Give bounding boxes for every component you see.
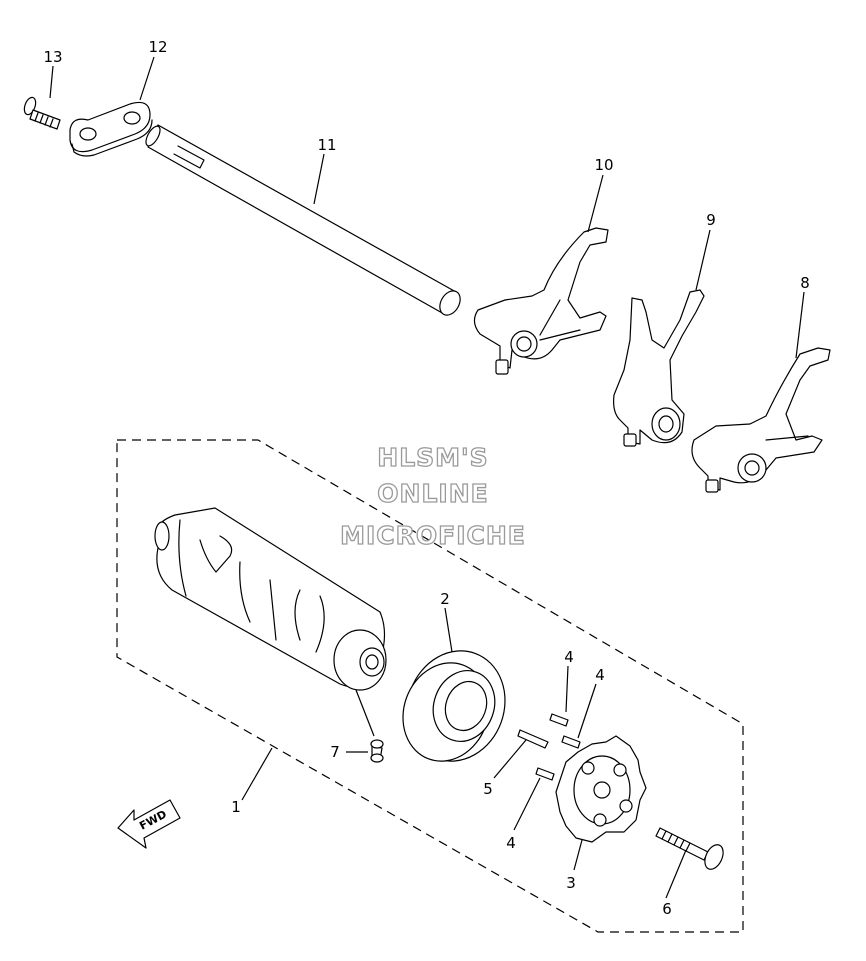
watermark-line-1: HLSM'S bbox=[377, 443, 488, 472]
leader-11 bbox=[313, 153, 325, 205]
leader-lines bbox=[49, 56, 805, 899]
leader-7-drum bbox=[355, 689, 375, 737]
callout-numbers: 13 12 11 10 9 8 2 4 4 7 5 1 4 3 6 bbox=[43, 38, 809, 918]
part-13-screw bbox=[23, 96, 61, 130]
part-6-screw bbox=[655, 827, 724, 870]
callout-4-middle: 4 bbox=[595, 666, 605, 684]
part-1-shift-drum bbox=[154, 507, 387, 691]
leader-5 bbox=[493, 739, 527, 779]
callout-6: 6 bbox=[662, 900, 672, 918]
part-3-segment bbox=[555, 735, 647, 843]
fwd-arrow-icon: FWD bbox=[117, 799, 181, 849]
callout-5: 5 bbox=[483, 780, 493, 798]
leader-4a bbox=[565, 665, 569, 713]
part-12-plate bbox=[69, 101, 153, 157]
part-4-pin-middle bbox=[561, 735, 581, 749]
part-2-bearing bbox=[402, 650, 506, 762]
assembly-boundary bbox=[116, 439, 744, 933]
callout-1: 1 bbox=[231, 798, 241, 816]
callout-4-upper: 4 bbox=[564, 648, 574, 666]
part-7-screw bbox=[370, 739, 384, 763]
callout-3: 3 bbox=[566, 874, 576, 892]
leader-1 bbox=[241, 747, 273, 801]
part-5-pin bbox=[517, 729, 549, 749]
leader-3 bbox=[573, 839, 583, 871]
watermark-line-2: ONLINE bbox=[377, 479, 488, 508]
part-11-shaft bbox=[145, 124, 461, 316]
leader-8 bbox=[795, 291, 805, 359]
callout-4-lower: 4 bbox=[506, 834, 516, 852]
part-10-shift-fork bbox=[473, 227, 609, 375]
watermark-line-3: MICROFICHE bbox=[340, 521, 526, 550]
leader-4c bbox=[513, 777, 541, 831]
leader-13 bbox=[49, 65, 54, 99]
leader-12 bbox=[139, 56, 155, 101]
leader-2 bbox=[444, 607, 453, 653]
callout-7: 7 bbox=[330, 743, 340, 761]
leader-4b bbox=[577, 683, 597, 739]
leader-9 bbox=[695, 229, 711, 291]
part-4-pin-upper bbox=[549, 713, 569, 727]
part-8-shift-fork bbox=[691, 347, 831, 493]
leader-6 bbox=[665, 849, 687, 899]
leader-10 bbox=[587, 174, 604, 233]
watermark: HLSM'S ONLINE MICROFICHE bbox=[339, 442, 526, 550]
callout-13: 13 bbox=[43, 48, 62, 66]
callout-9: 9 bbox=[706, 211, 716, 229]
part-9-shift-fork bbox=[613, 289, 705, 447]
callout-12: 12 bbox=[148, 38, 167, 56]
callout-11: 11 bbox=[317, 136, 336, 154]
part-4-pin-lower bbox=[535, 767, 555, 781]
callout-8: 8 bbox=[800, 274, 810, 292]
callout-10: 10 bbox=[594, 156, 613, 174]
callout-2: 2 bbox=[440, 590, 450, 608]
